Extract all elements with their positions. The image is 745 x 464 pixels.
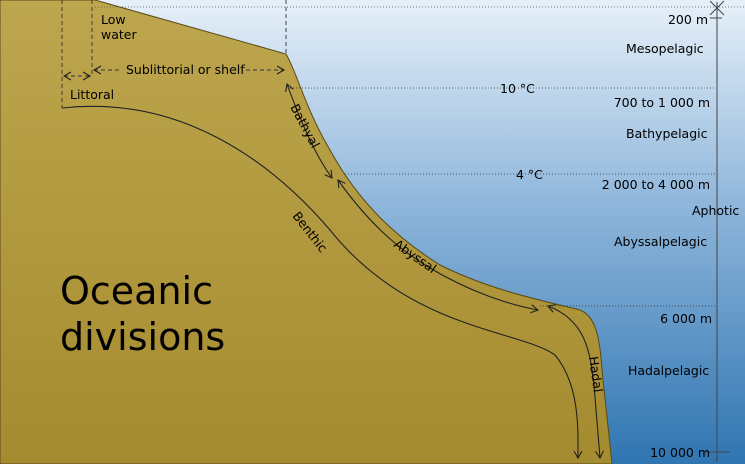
depth-200-label: 200 m (668, 12, 708, 27)
depth-6000-label: 6 000 m (660, 311, 712, 326)
low-water-label-2: water (101, 27, 137, 42)
bathypelagic-label: Bathypelagic (626, 126, 708, 141)
title-line-2: divisions (60, 315, 225, 359)
littoral-guides (61, 0, 287, 108)
title-line-1: Oceanic (60, 269, 213, 313)
hadal-label: Hadal (586, 355, 606, 393)
hadalpelagic-label: Hadalpelagic (628, 363, 709, 378)
temperature-4c-label: 4 °C (516, 167, 543, 182)
abyssalpelagic-label: Abyssalpelagic (614, 234, 707, 249)
mesopelagic-label: Mesopelagic (626, 41, 704, 56)
depth-scale-top-cross (709, 0, 725, 16)
depth-10000-label: 10 000 m (650, 445, 710, 460)
temperature-10c-label: 10 °C (500, 81, 535, 96)
sublittorial-label: Sublittorial or shelf (126, 62, 245, 77)
hadal-arrow (546, 304, 604, 460)
abyssal-arrow (337, 179, 540, 314)
low-water-label-1: Low (101, 12, 126, 27)
bathyal-arrow (285, 82, 333, 179)
littoral-label: Littoral (70, 87, 114, 102)
aphotic-label: Aphotic (692, 203, 739, 218)
depth-2000-label: 2 000 to 4 000 m (602, 177, 710, 192)
depth-700-label: 700 to 1 000 m (614, 95, 710, 110)
